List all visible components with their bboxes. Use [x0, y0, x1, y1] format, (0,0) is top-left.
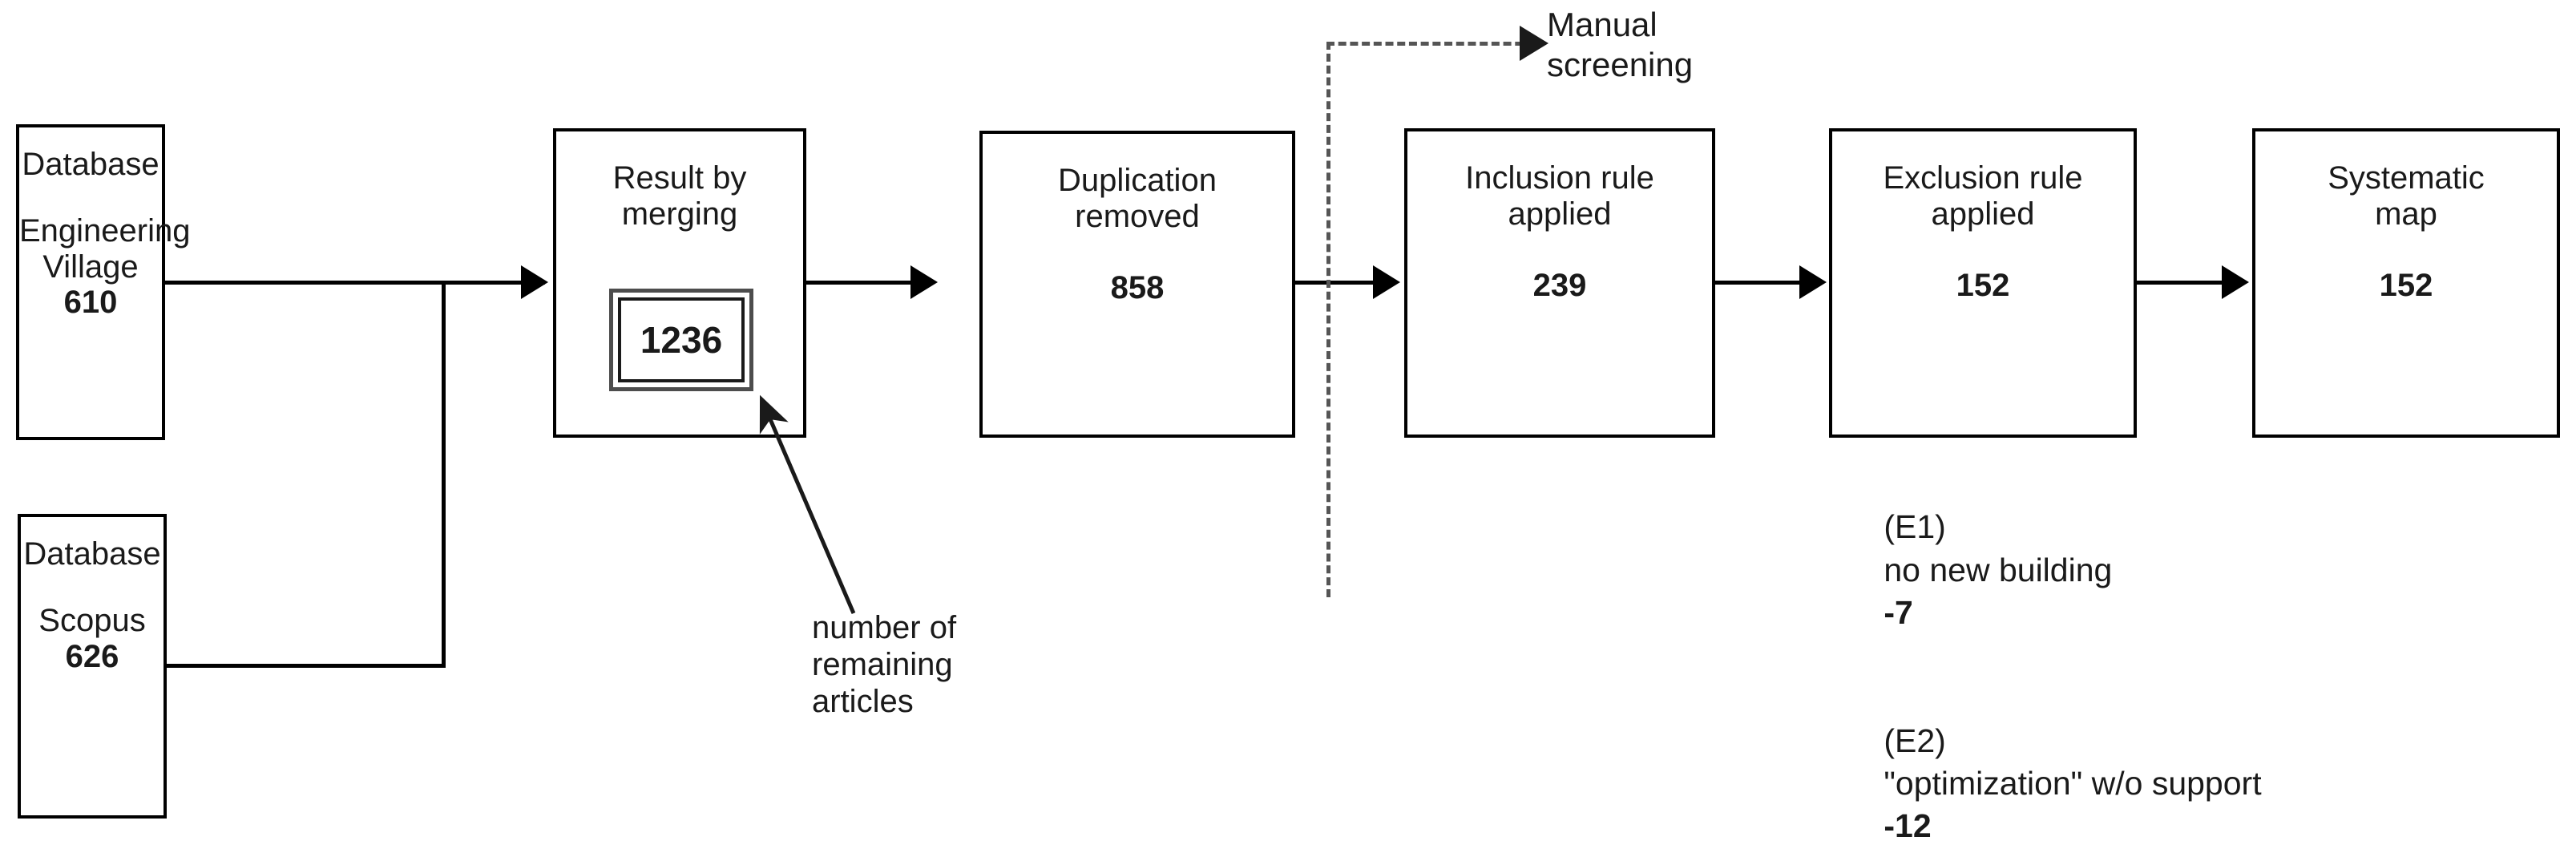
connector-exclusion-to-map [2137, 281, 2223, 285]
exclusion-criterion-e1: (E1) no new building -7 [1829, 463, 2262, 677]
arrowhead-into-inclusion [1373, 265, 1400, 299]
source-count-engineering-village: 610 [63, 285, 118, 321]
source-box-engineering-village: Database Engineering Village 610 [16, 124, 191, 440]
exclusion-criterion-e2-code: (E2) [1884, 722, 1946, 759]
dashed-manual-screening-branch [1326, 42, 1535, 46]
stage-box-merge: Result by merging [553, 128, 806, 438]
source-name-engineering-village: Engineering Village [19, 212, 191, 285]
stage-count-exclusion: 152 [1956, 267, 2010, 303]
exclusion-criterion-e1-reason: no new building [1884, 551, 2113, 588]
connector-duplication-to-inclusion [1295, 281, 1375, 285]
connector-inclusion-to-exclusion [1715, 281, 1802, 285]
highlight-badge-merge-count: 1236 [609, 289, 753, 391]
dashed-manual-screening-trunk [1326, 42, 1330, 597]
exclusion-criterion-e2: (E2) "optimization" w/o support -12 [1829, 677, 2262, 861]
stage-count-duplication: 858 [1110, 269, 1165, 305]
arrowhead-into-duplication [910, 265, 938, 299]
connector-scopus-riser [442, 281, 446, 668]
stage-title-exclusion: Exclusion rule applied [1883, 160, 2083, 232]
stage-count-inclusion: 239 [1532, 267, 1587, 303]
exclusion-criterion-e2-delta: -12 [1884, 807, 1932, 845]
stage-box-systematic-map: Systematic map 152 [2252, 128, 2560, 438]
source-box-scopus: Database Scopus 626 [18, 514, 167, 819]
stage-count-systematic-map: 152 [2379, 267, 2433, 303]
stage-count-merge: 1236 [618, 297, 745, 382]
annotation-remaining-articles: number of remaining articles [812, 610, 957, 719]
exclusion-criteria-list: (E1) no new building -7 (E2) "optimizati… [1829, 463, 2262, 861]
stage-title-systematic-map: Systematic map [2328, 160, 2485, 232]
arrowhead-into-systematic-map [2222, 265, 2249, 299]
arrowhead-into-exclusion [1799, 265, 1827, 299]
stage-title-inclusion: Inclusion rule applied [1465, 160, 1654, 232]
annotation-manual-screening: Manual screening [1547, 6, 1694, 84]
source-name-scopus: Scopus [38, 602, 146, 638]
source-label-engineering-village: Database [22, 147, 159, 182]
connector-ev-to-merge [165, 281, 545, 285]
annotation-pointer-remaining-articles [759, 394, 856, 614]
connector-merge-to-duplication [806, 281, 910, 285]
connector-scopus-horizontal [167, 664, 446, 668]
arrowhead-manual-screening [1520, 26, 1548, 61]
stage-box-exclusion: Exclusion rule applied 152 [1829, 128, 2137, 438]
stage-box-inclusion: Inclusion rule applied 239 [1404, 128, 1715, 438]
arrowhead-into-merge [521, 265, 548, 299]
stage-box-duplication: Duplication removed 858 [979, 131, 1295, 438]
stage-title-merge: Result by merging [612, 160, 747, 232]
source-label-scopus: Database [23, 536, 161, 572]
source-count-scopus: 626 [65, 638, 119, 674]
stage-title-duplication: Duplication removed [1058, 163, 1217, 234]
exclusion-criterion-e2-reason: "optimization" w/o support [1884, 765, 2262, 802]
exclusion-criterion-e1-code: (E1) [1884, 508, 1946, 546]
exclusion-criterion-e1-delta: -7 [1884, 593, 1913, 631]
